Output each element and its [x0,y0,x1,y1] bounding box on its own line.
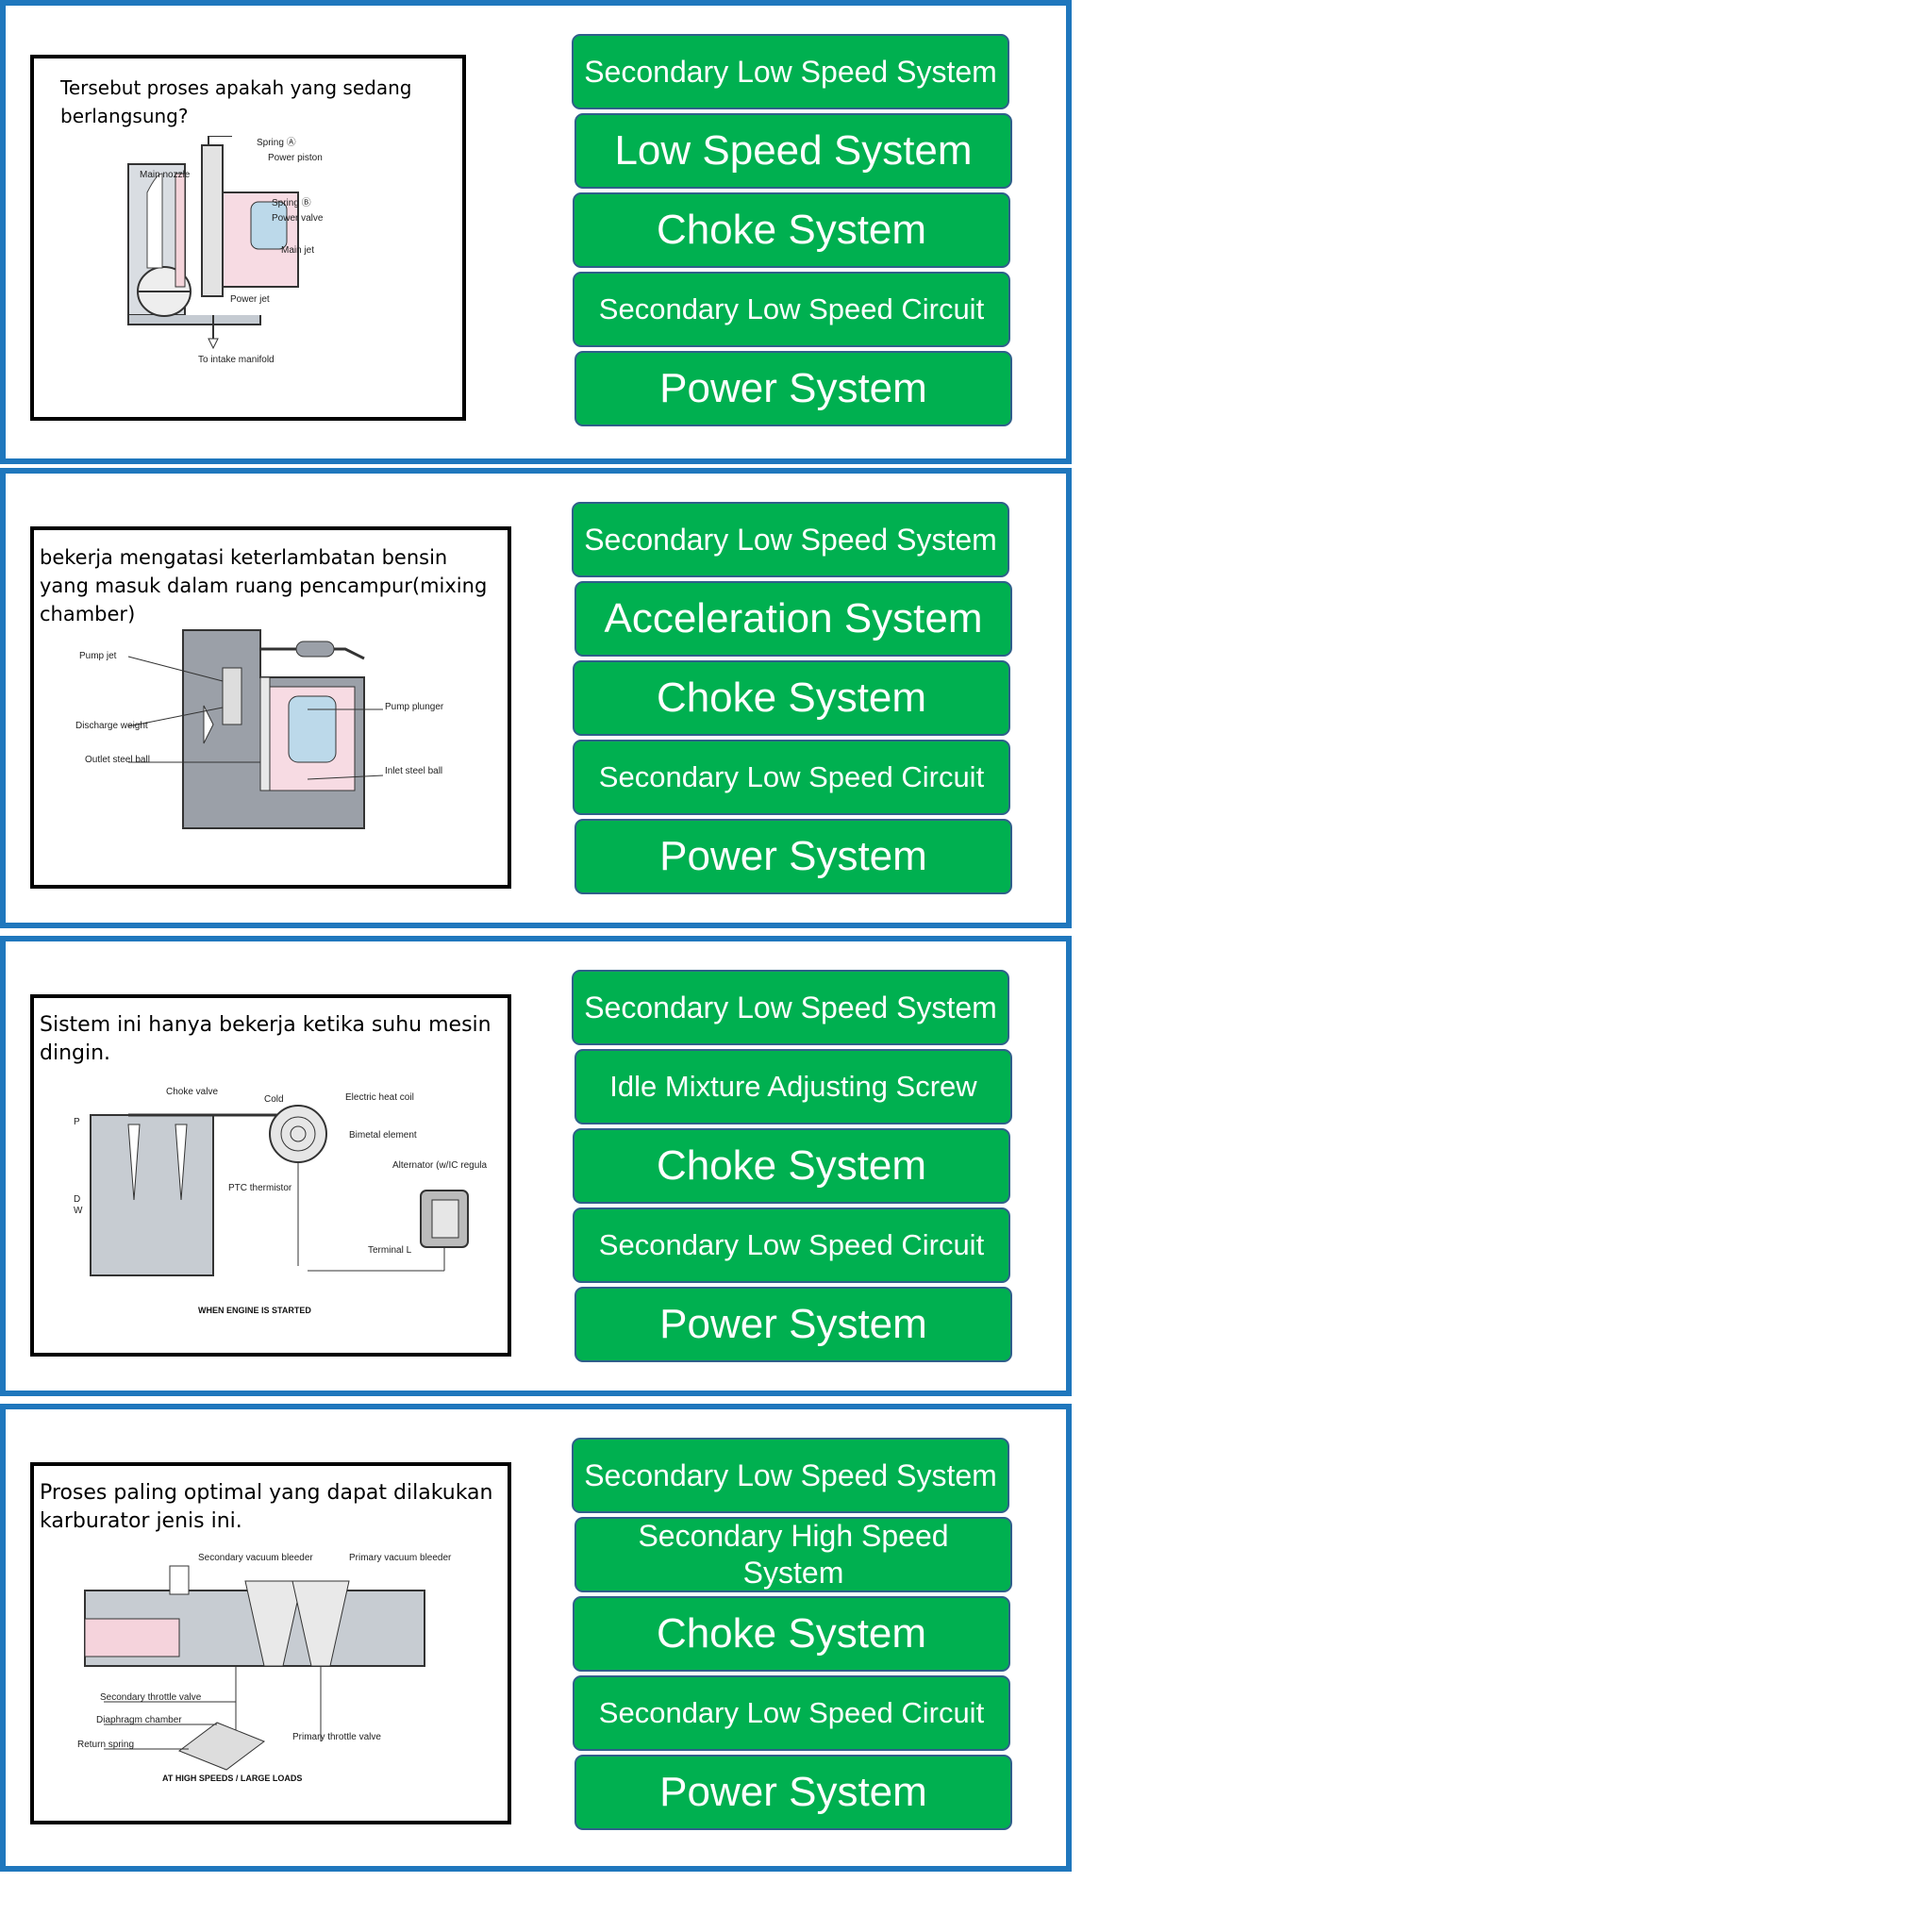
answer-option-5[interactable]: Power System [575,1287,1012,1362]
power-system-diagram: Spring Ⓐ Power piston Main nozzle Spring… [127,136,324,365]
answer-option-1[interactable]: Secondary Low Speed System [572,502,1009,577]
diagram-label: W [74,1206,83,1216]
answer-option-3[interactable]: Choke System [573,1596,1010,1672]
answer-option-1[interactable]: Secondary Low Speed System [572,1438,1009,1513]
question-card-2: bekerja mengatasi keterlambatan bensin y… [0,468,1072,928]
answer-option-1[interactable]: Secondary Low Speed System [572,34,1009,109]
diagram-label: Terminal L [368,1245,412,1256]
question-card-3: Sistem ini hanya bekerja ketika suhu mes… [0,936,1072,1396]
answer-option-4[interactable]: Secondary Low Speed Circuit [573,272,1010,347]
answer-option-4[interactable]: Secondary Low Speed Circuit [573,740,1010,815]
answer-option-2[interactable]: Low Speed System [575,113,1012,189]
diagram-label: Primary throttle valve [292,1732,381,1742]
diagram-label: Bimetal element [349,1130,417,1141]
diagram-label: Pump plunger [385,702,444,712]
question-prompt: Proses paling optimal yang dapat dilakuk… [40,1481,493,1533]
answer-option-3[interactable]: Choke System [573,660,1010,736]
diagram-label: Alternator (w/IC regulator) [392,1160,487,1171]
question-card-1: Tersebut proses apakah yang sedang berla… [0,0,1072,464]
diagram-label: Return spring [77,1740,134,1750]
answer-option-5[interactable]: Power System [575,1755,1012,1830]
diagram-label: PTC thermistor [228,1183,292,1193]
diagram-label: Secondary throttle valve [100,1692,202,1703]
diagram-label: Discharge weight [75,721,148,731]
diagram-label: Cold [264,1094,284,1105]
diagram-label: P [74,1117,80,1127]
answer-option-5[interactable]: Power System [575,819,1012,894]
secondary-high-speed-diagram: Secondary vacuum bleeder Primary vacuum … [77,1553,452,1783]
answer-option-2[interactable]: Secondary High Speed System [575,1517,1012,1592]
diagram-label: Pump jet [79,651,117,661]
answer-option-4[interactable]: Secondary Low Speed Circuit [573,1675,1010,1751]
diagram-label: To intake manifold [198,355,275,365]
question-card-4: Proses paling optimal yang dapat dilakuk… [0,1404,1072,1872]
answer-option-3[interactable]: Choke System [573,1128,1010,1204]
question-box-2: bekerja mengatasi keterlambatan bensin y… [30,526,511,889]
question-box-4: Proses paling optimal yang dapat dilakuk… [30,1462,511,1824]
diagram-label: D [74,1194,80,1205]
question-box-1: Tersebut proses apakah yang sedang berla… [30,55,466,421]
question-prompt: bekerja mengatasi keterlambatan bensin y… [40,546,488,625]
diagram-caption: WHEN ENGINE IS STARTED [198,1306,311,1315]
question-box-3: Sistem ini hanya bekerja ketika suhu mes… [30,994,511,1357]
diagram-label: Main jet [281,245,314,256]
diagram-label: Power valve [272,213,324,224]
diagram-label: Primary vacuum bleeder [349,1553,452,1563]
diagram-label: Outlet steel ball [85,755,150,765]
answer-option-2[interactable]: Acceleration System [575,581,1012,657]
question-prompt: Tersebut proses apakah yang sedang berla… [60,76,412,127]
diagram-label: Electric heat coil [345,1092,414,1103]
choke-system-diagram: Choke valve Cold Electric heat coil Bime… [74,1087,487,1315]
diagram-label: Power piston [268,153,323,163]
diagram-label: Spring Ⓐ [257,137,296,148]
answer-option-3[interactable]: Choke System [573,192,1010,268]
question-prompt: Sistem ini hanya bekerja ketika suhu mes… [40,1013,491,1065]
answer-option-2[interactable]: Idle Mixture Adjusting Screw [575,1049,1012,1124]
diagram-label: Choke valve [166,1087,218,1097]
answer-option-1[interactable]: Secondary Low Speed System [572,970,1009,1045]
answer-option-4[interactable]: Secondary Low Speed Circuit [573,1208,1010,1283]
diagram-label: Main nozzle [140,170,191,180]
diagram-label: Diaphragm chamber [96,1715,182,1725]
diagram-label: Spring Ⓑ [272,197,311,208]
diagram-label: Inlet steel ball [385,766,442,776]
diagram-label: Secondary vacuum bleeder [198,1553,313,1563]
diagram-label: Power jet [230,294,270,305]
acceleration-system-diagram: Pump jet Discharge weight Outlet steel b… [75,629,444,829]
diagram-caption: AT HIGH SPEEDS / LARGE LOADS [162,1774,302,1783]
answer-option-5[interactable]: Power System [575,351,1012,426]
